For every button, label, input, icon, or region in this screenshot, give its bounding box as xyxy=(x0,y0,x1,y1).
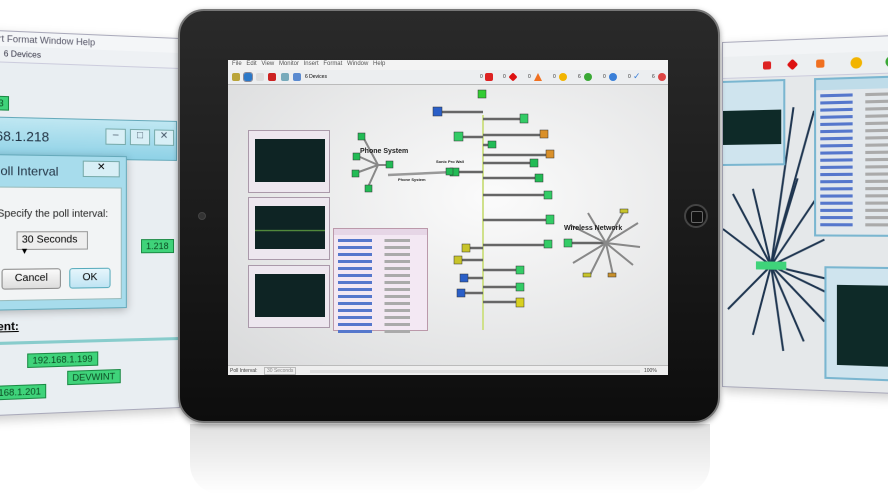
red-diamond-icon xyxy=(786,58,799,71)
count-up: 6 xyxy=(578,74,581,80)
menu-window[interactable]: Window xyxy=(347,61,369,67)
network-star-map xyxy=(723,73,888,394)
menu-insert[interactable]: Insert xyxy=(303,61,319,67)
device-node[interactable]: 3 xyxy=(0,95,10,111)
menu-file[interactable]: File xyxy=(232,61,242,67)
dialog-title: Poll Interval xyxy=(0,163,59,179)
divider xyxy=(0,336,180,346)
count-warning: 0 xyxy=(528,74,531,80)
graph-panel xyxy=(722,79,786,167)
menu-format[interactable]: Format xyxy=(323,61,343,67)
close-icon[interactable]: ✕ xyxy=(154,129,175,146)
red-unknown-icon[interactable] xyxy=(658,73,666,81)
left-app-window: ort Format Window Help 6 Devices 3 168.1… xyxy=(0,29,180,417)
menu-help[interactable]: Help xyxy=(373,61,386,67)
poll-interval-select[interactable]: 30 Seconds xyxy=(264,367,297,375)
group-label-wireless-network: Wireless Network xyxy=(564,225,623,232)
status-bar: Poll Interval: 30 Seconds 100% xyxy=(228,365,668,375)
menu-bar: File Edit View Monitor Insert Format Win… xyxy=(228,60,668,70)
yellow-circle-icon[interactable] xyxy=(559,73,567,81)
device-node[interactable]: 1.218 xyxy=(141,239,174,254)
ok-button[interactable]: OK xyxy=(69,267,111,289)
blue-clock-icon[interactable] xyxy=(609,73,617,81)
menu-monitor[interactable]: Monitor xyxy=(278,61,299,67)
graph-panel xyxy=(248,197,330,260)
right-app-window xyxy=(722,34,888,395)
count-pending: 0 xyxy=(603,74,606,80)
chevron-down-icon: ▾ xyxy=(21,245,28,258)
lock-icon[interactable] xyxy=(232,73,240,81)
device-icon[interactable] xyxy=(268,73,276,81)
device-node[interactable]: 168.1.201 xyxy=(0,383,47,401)
select-tool-icon[interactable] xyxy=(243,72,253,82)
section-label: ent: xyxy=(0,320,19,334)
ipad-reflection xyxy=(190,424,710,494)
red-square-icon[interactable] xyxy=(485,73,493,81)
poll-interval-dialog: Poll Interval ✕ Specify the poll interva… xyxy=(0,153,127,311)
ipad-screen: File Edit View Monitor Insert Format Win… xyxy=(228,60,668,375)
orange-triangle-icon[interactable] xyxy=(534,73,542,81)
orange-triangle-icon xyxy=(816,59,825,68)
poll-interval-label: Poll Interval: xyxy=(230,368,258,374)
count-ack: 0 xyxy=(628,74,631,80)
graph-plot xyxy=(836,284,888,368)
toolbar: 6 Devices 0 0 0 0 6 0 0✓ 6 xyxy=(228,70,668,85)
count-unknown: 6 xyxy=(652,74,655,80)
device-count: 6 Devices xyxy=(305,74,327,80)
speaker-icon[interactable] xyxy=(293,73,301,81)
graph-plot xyxy=(722,109,782,145)
dialog-prompt: Specify the poll interval: xyxy=(0,208,109,220)
node-label-firewall: Sonic Pro Wall xyxy=(436,159,464,164)
count-minor: 0 xyxy=(553,74,556,80)
select-value: 30 Seconds xyxy=(21,234,78,246)
device-window-title: 168.1.218 xyxy=(0,127,50,145)
graph-panel xyxy=(248,265,330,328)
network-map-canvas: Phone System Phone System Sonic Pro Wall… xyxy=(228,85,668,365)
hub-node[interactable] xyxy=(755,261,787,270)
count-down: 0 xyxy=(503,74,506,80)
home-button[interactable] xyxy=(684,204,708,228)
device-info-panel xyxy=(333,228,428,333)
device-node[interactable]: 192.168.1.199 xyxy=(27,351,98,369)
red-square-icon xyxy=(762,61,772,70)
network-map xyxy=(351,89,641,330)
device-node[interactable]: DEVWINT xyxy=(67,369,121,386)
group-label-phone-system: Phone System xyxy=(360,148,409,155)
yellow-circle-icon xyxy=(850,56,863,69)
maximize-button[interactable]: □ xyxy=(129,128,151,146)
device-info-panel xyxy=(814,75,888,237)
cancel-button[interactable]: Cancel xyxy=(1,268,61,290)
graph-panel xyxy=(248,130,330,193)
green-circle-icon[interactable] xyxy=(584,73,592,81)
count-critical: 0 xyxy=(480,74,483,80)
horizontal-scrollbar[interactable] xyxy=(310,370,640,373)
connect-icon[interactable] xyxy=(281,73,289,81)
menu-view[interactable]: View xyxy=(261,61,275,67)
camera-icon xyxy=(198,212,206,220)
minimize-button[interactable]: – xyxy=(105,128,126,146)
blue-check-icon[interactable]: ✓ xyxy=(633,71,641,81)
red-diamond-icon[interactable] xyxy=(508,72,518,82)
node-label-phone-system: Phone System xyxy=(398,177,426,182)
dialog-close-button[interactable]: ✕ xyxy=(82,160,120,178)
poll-interval-select[interactable]: 30 Seconds ▾ xyxy=(16,231,88,257)
page-icon[interactable] xyxy=(256,73,264,81)
graph-panel xyxy=(824,266,888,383)
menu-edit[interactable]: Edit xyxy=(246,61,257,67)
zoom-level[interactable]: 100% xyxy=(644,368,657,374)
